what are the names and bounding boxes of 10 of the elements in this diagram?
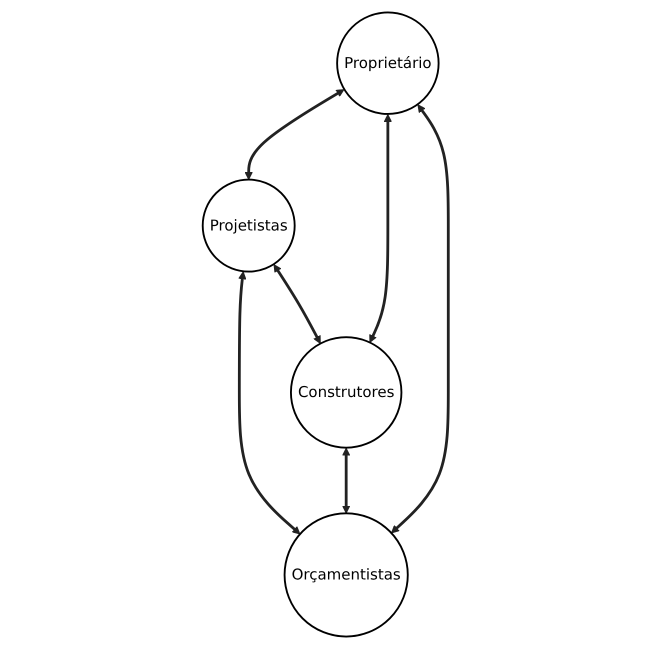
arrow [391, 104, 450, 534]
node-circle: Construtores [290, 336, 402, 449]
arrow [342, 448, 350, 514]
arrow [238, 271, 300, 534]
node-circle: Projetistas [202, 178, 296, 273]
node-circle: Proprietário [336, 12, 440, 115]
arrow [244, 89, 344, 180]
arrow [369, 114, 392, 343]
node-circle: Orçamentistas [284, 512, 409, 638]
arrow [274, 264, 321, 344]
